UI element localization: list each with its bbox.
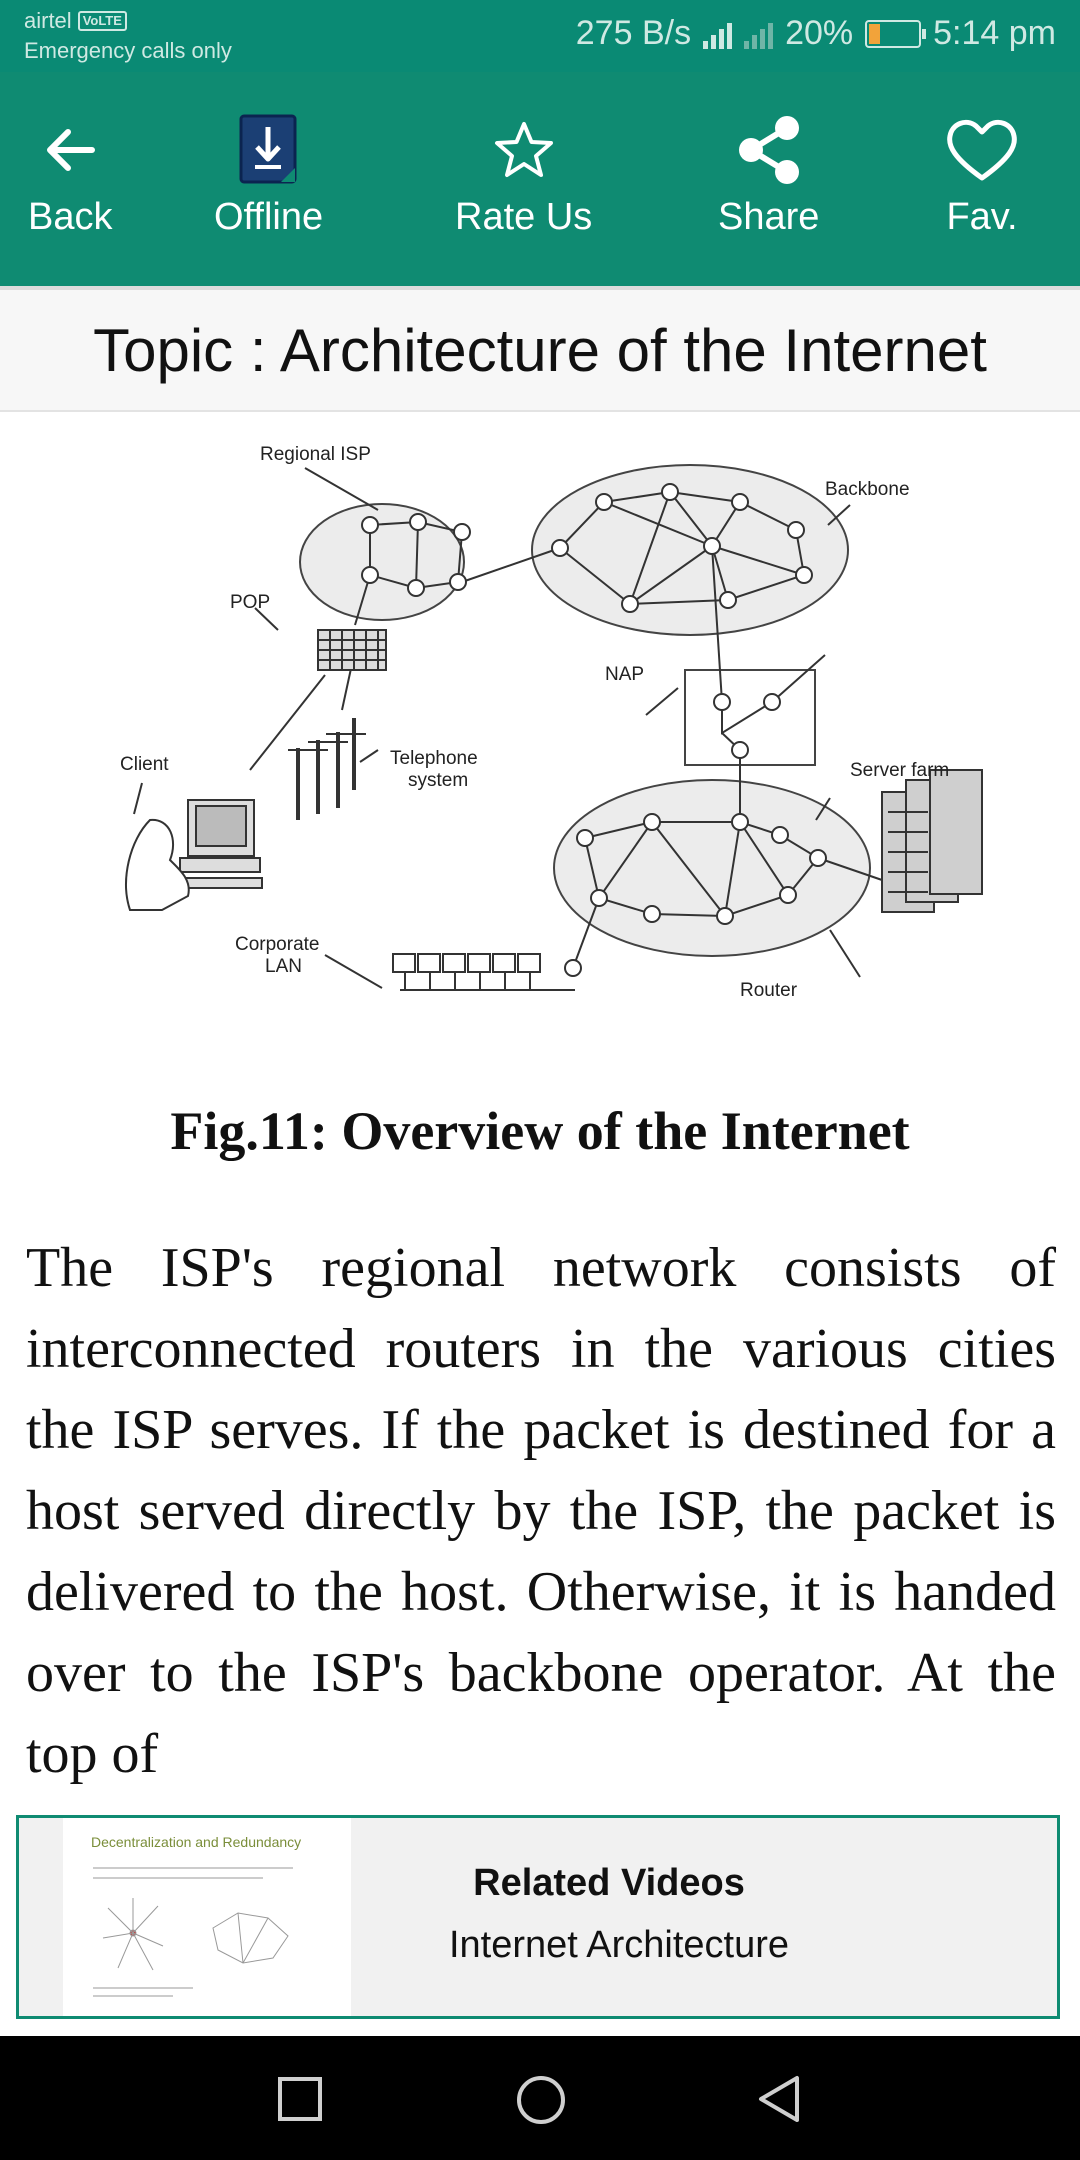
internet-architecture-diagram: Regional ISP Backbone POP NAP Client Tel…: [100, 440, 1000, 1020]
recents-square-icon[interactable]: [275, 2074, 325, 2124]
volte-badge: VoLTE: [77, 11, 127, 31]
offline-button[interactable]: Offline: [214, 110, 323, 239]
star-icon: [484, 110, 564, 190]
corporate-lan-hosts: [392, 953, 541, 973]
share-label: Share: [718, 196, 820, 238]
toolbar-divider: [0, 286, 1080, 290]
heart-icon: [942, 110, 1022, 190]
label-nap: NAP: [605, 664, 644, 685]
signal-sim2-icon: [744, 19, 774, 49]
offline-label: Offline: [214, 196, 324, 238]
app-toolbar: Back Offline Rate Us Share Fav.: [0, 72, 1080, 286]
clock: 5:14 pm: [933, 14, 1056, 52]
home-circle-icon[interactable]: [515, 2074, 565, 2124]
label-lan: LAN: [265, 956, 302, 977]
carrier-name: airtel: [24, 8, 72, 33]
pop-equipment: [317, 629, 387, 671]
figure-caption: Fig.11: Overview of the Internet: [170, 1101, 910, 1161]
back-label: Back: [28, 196, 113, 238]
server-farm: [881, 769, 983, 913]
battery-icon: [865, 19, 927, 48]
body-paragraph: The ISP's regional network consists of i…: [26, 1237, 1056, 1785]
battery-percent: 20%: [785, 14, 854, 52]
download-file-icon: [229, 110, 309, 190]
status-right: 275 B/s 20% 5:14 pm: [576, 14, 1056, 53]
label-router: Router: [740, 980, 798, 1001]
label-client: Client: [120, 754, 169, 775]
back-arrow-icon: [30, 110, 110, 190]
label-server-farm: Server farm: [850, 760, 949, 781]
label-corporate: Corporate: [235, 934, 320, 955]
rate-us-button[interactable]: Rate Us: [455, 110, 592, 239]
share-button[interactable]: Share: [718, 110, 819, 239]
favorite-button[interactable]: Fav.: [942, 110, 1022, 239]
signal-4g-icon: [703, 19, 733, 49]
lower-network-cloud: [553, 779, 871, 957]
status-bar: airtel VoLTE Emergency calls only 275 B/…: [0, 0, 1080, 72]
label-backbone: Backbone: [825, 479, 910, 500]
backbone-cloud: [531, 464, 849, 636]
label-system: system: [408, 770, 468, 791]
client-computer: [125, 799, 263, 911]
rate-us-label: Rate Us: [455, 196, 593, 238]
topic-title: Topic : Architecture of the Internet: [0, 290, 1080, 412]
favorite-label: Fav.: [946, 196, 1018, 238]
label-regional-isp: Regional ISP: [260, 444, 371, 465]
status-left: airtel VoLTE Emergency calls only: [24, 6, 232, 66]
related-video-name: Internet Architecture: [448, 1924, 790, 1966]
thumbnail-title: Decentralization and Redundancy: [91, 1834, 302, 1850]
regional-isp-cloud: [299, 503, 465, 621]
back-triangle-icon[interactable]: [755, 2074, 805, 2124]
network-speed: 275 B/s: [575, 14, 692, 52]
nap-box: [684, 669, 816, 766]
system-nav-bar: [0, 2036, 1080, 2160]
back-button[interactable]: Back: [28, 110, 112, 239]
label-pop: POP: [230, 592, 270, 613]
video-thumbnail[interactable]: Decentralization and Redundancy: [63, 1818, 351, 2016]
share-icon: [729, 110, 809, 190]
related-videos-title: Related Videos: [473, 1862, 745, 1904]
emergency-text: Emergency calls only: [24, 38, 232, 63]
related-videos-card[interactable]: Decentralization and Redundancy Related …: [16, 1815, 1060, 2019]
label-telephone: Telephone: [390, 748, 478, 769]
telephone-poles: [288, 718, 366, 820]
